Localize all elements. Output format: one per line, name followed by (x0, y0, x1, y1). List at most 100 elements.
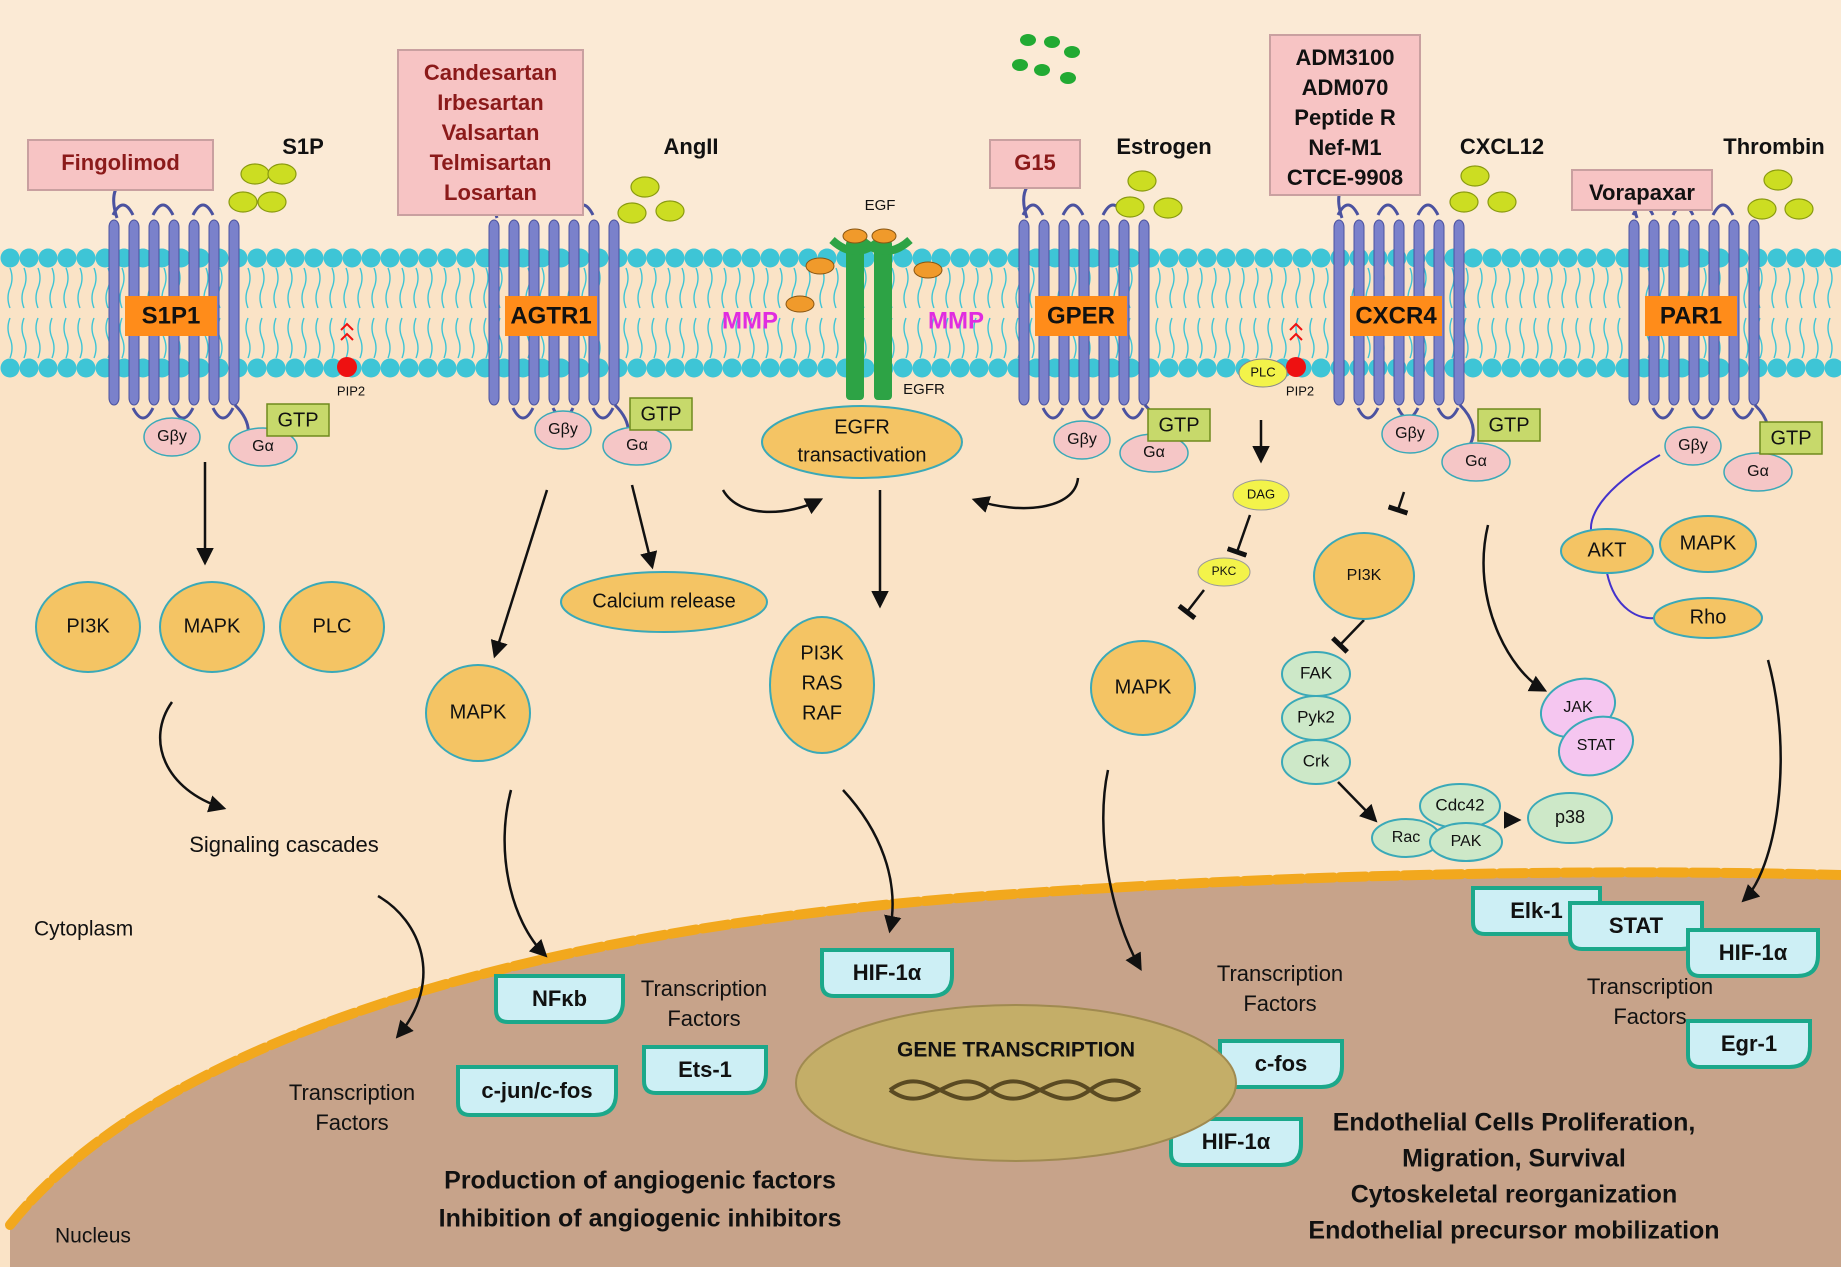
drug-name: Vorapaxar (1589, 180, 1695, 205)
outcome-left: Inhibition of angiogenic inhibitors (439, 1205, 842, 1233)
lipid-head (761, 359, 780, 378)
lipid-head (1274, 249, 1293, 268)
lipid-head (989, 249, 1008, 268)
helix (609, 220, 619, 405)
lipid-head (1521, 249, 1540, 268)
ligand-dot (1116, 197, 1144, 217)
lipid-head (970, 249, 989, 268)
lipid-head (1160, 249, 1179, 268)
lipid-head (438, 359, 457, 378)
gtp-label: GTP (1488, 414, 1529, 436)
ligand-dot (258, 192, 286, 212)
ligand-dot (618, 203, 646, 223)
tf-label-center: Factors (667, 1006, 740, 1031)
ligand-dot (1461, 166, 1489, 186)
lipid-head (666, 359, 685, 378)
tf-label-far-right: Transcription (1587, 974, 1713, 999)
helix (109, 220, 119, 405)
plc-node-label: PLC (313, 615, 352, 637)
lipid-head (761, 249, 780, 268)
nucleus-label: Nucleus (55, 1225, 131, 1248)
outcome-right: Migration, Survival (1402, 1145, 1626, 1173)
g-alpha-label: Gα (626, 437, 648, 454)
lipid-head (1483, 249, 1502, 268)
lipid-head (628, 249, 647, 268)
mmp-label: MMP (928, 307, 984, 334)
lipid-head (58, 359, 77, 378)
lipid-head (723, 249, 742, 268)
tf-cjun-cfos-label: c-jun/c-fos (481, 1078, 592, 1103)
lipid-head (1806, 249, 1825, 268)
lipid-head (1, 359, 20, 378)
lipid-head (1179, 249, 1198, 268)
helix (1629, 220, 1639, 405)
receptor-label: PAR1 (1660, 302, 1722, 329)
g-beta-gamma-label: Gβy (1678, 437, 1708, 454)
lipid-head (1502, 249, 1521, 268)
pkc-label: PKC (1212, 564, 1237, 578)
calcium-release-node-label: Calcium release (592, 590, 735, 612)
lipid-head (1502, 359, 1521, 378)
lipid-head (951, 359, 970, 378)
ligand-label-thrombin: Thrombin (1723, 134, 1824, 159)
estrogen-molecule (1064, 46, 1080, 58)
lipid-head (1160, 359, 1179, 378)
stat-node-label: STAT (1577, 737, 1616, 754)
pi3k-node-label: PI3K (66, 615, 110, 637)
lipid-head (799, 359, 818, 378)
lipid-head (419, 249, 438, 268)
pi3k-ras-raf-label: PI3K (800, 642, 844, 664)
tf-nfkb-label: NFκb (532, 986, 587, 1011)
ligand-dot (1128, 171, 1156, 191)
lipid-head (362, 359, 381, 378)
g-beta-gamma-label: Gβy (1067, 431, 1097, 448)
lipid-head (1217, 249, 1236, 268)
tf-egr1-label: Egr-1 (1721, 1031, 1777, 1056)
lipid-head (780, 359, 799, 378)
receptor-label: GPER (1047, 302, 1115, 329)
ligand-label-angii: AngII (664, 134, 719, 159)
receptor-label: CXCR4 (1355, 302, 1437, 329)
lipid-head (20, 359, 39, 378)
lipid-head (1540, 359, 1559, 378)
estrogen-molecule (1012, 59, 1028, 71)
lipid-head (58, 249, 77, 268)
lipid-head (1597, 359, 1616, 378)
pi3k-ras-raf-label: RAS (801, 672, 842, 694)
drug-name: Peptide R (1294, 105, 1396, 130)
pak-node-label: PAK (1451, 833, 1482, 850)
tf-label-left: Transcription (289, 1080, 415, 1105)
estrogen-molecule (1020, 34, 1036, 46)
g-alpha-label: Gα (1747, 463, 1769, 480)
drug-name: Fingolimod (61, 150, 180, 175)
lipid-head (1, 249, 20, 268)
lipid-head (1787, 249, 1806, 268)
gtp-label: GTP (640, 403, 681, 425)
drug-name: Valsartan (442, 120, 540, 145)
drug-name: CTCE-9908 (1287, 165, 1403, 190)
mapk-node-gper-label: MAPK (1115, 676, 1172, 698)
lipid-head (704, 359, 723, 378)
lipid-head (1768, 359, 1787, 378)
ligand-dot (1764, 170, 1792, 190)
lipid-head (305, 249, 324, 268)
g-alpha-label: Gα (252, 438, 274, 455)
lipid-head (286, 359, 305, 378)
egf-free (806, 258, 834, 274)
lipid-head (894, 359, 913, 378)
lipid-head (248, 249, 267, 268)
tf-cfos-label: c-fos (1255, 1051, 1308, 1076)
akt-node-label: AKT (1588, 539, 1627, 561)
tf-elk1-label: Elk-1 (1510, 898, 1563, 923)
lipid-head (818, 359, 837, 378)
lipid-head (77, 249, 96, 268)
ligand-dot (631, 177, 659, 197)
drug-name: Nef-M1 (1308, 135, 1381, 160)
lipid-head (951, 249, 970, 268)
lipid-head (286, 249, 305, 268)
lipid-head (1578, 249, 1597, 268)
helix (1139, 220, 1149, 405)
pi3k-node-cxcr4-label: PI3K (1347, 567, 1382, 584)
ligand-dot (656, 201, 684, 221)
pip2-label: PIP2 (337, 383, 365, 398)
